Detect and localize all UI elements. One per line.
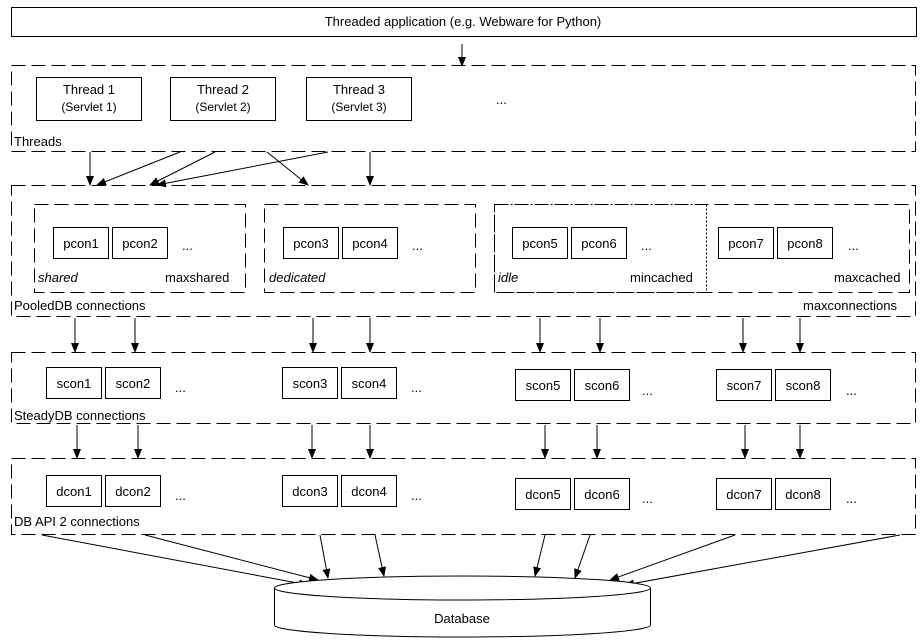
dcon-box: dcon3 (282, 475, 338, 507)
maxconnections-label: maxconnections (803, 298, 897, 313)
arrow-thread-pooled (96, 151, 181, 186)
dcon-box: dcon6 (574, 478, 630, 510)
mincached-label: mincached (630, 270, 693, 285)
app-label: Threaded application (e.g. Webware for P… (324, 14, 602, 29)
threads-ellipsis: ... (496, 92, 507, 107)
threads-layer-label: Threads (14, 134, 62, 149)
dbapi-layer-frame (11, 458, 916, 535)
pcon-box: pcon5 (512, 227, 568, 259)
arrow-dbapi-database (533, 534, 546, 577)
steady-ellipsis: ... (846, 383, 857, 398)
pcon-box: pcon6 (571, 227, 627, 259)
thread-sub: (Servlet 2) (195, 100, 251, 114)
dcon-box: dcon2 (105, 475, 161, 507)
steady-ellipsis: ... (175, 380, 186, 395)
pooled-layer-frame (11, 185, 916, 317)
pcon-box: pcon4 (342, 227, 398, 259)
arrow-dbapi-database (574, 534, 591, 579)
dbapi-layer-label: DB API 2 connections (14, 514, 140, 529)
scon-box: scon7 (716, 369, 772, 401)
dbapi-ellipsis: ... (846, 491, 857, 506)
dcon-box: dcon4 (341, 475, 397, 507)
pooled-ellipsis: ... (641, 238, 652, 253)
arrow-dbapi-database (319, 534, 331, 579)
dcon-box: dcon1 (46, 475, 102, 507)
arrow-dbapi-database (144, 534, 319, 582)
dbapi-ellipsis: ... (175, 488, 186, 503)
steady-ellipsis: ... (411, 380, 422, 395)
dbapi-ellipsis: ... (642, 491, 653, 506)
database-cylinder (274, 575, 651, 638)
dedicated-label: dedicated (269, 270, 326, 285)
thread-box (170, 77, 276, 121)
pcon-box: pcon1 (53, 227, 109, 259)
pooled-layer-label: PooledDB connections (14, 298, 146, 313)
scon-box: scon6 (574, 369, 630, 401)
arrow-dbapi-database (41, 534, 309, 588)
scon-box: scon3 (282, 367, 338, 399)
pcon-box: pcon8 (777, 227, 833, 259)
dcon-box: dcon5 (515, 478, 571, 510)
thread-sub: (Servlet 3) (331, 100, 387, 114)
pooled-ellipsis: ... (848, 238, 859, 253)
maxshared-label: maxshared (165, 270, 230, 285)
pcon-box: pcon2 (112, 227, 168, 259)
thread-title: Thread 1 (62, 82, 116, 97)
scon-box: scon2 (105, 367, 161, 399)
idle-label: idle (498, 270, 519, 285)
thread-box (306, 77, 412, 121)
thread-sub: (Servlet 1) (61, 100, 117, 114)
pooled-ellipsis: ... (182, 238, 193, 253)
arrow-dbapi-database (374, 534, 386, 577)
arrow-thread-pooled (156, 151, 329, 188)
steady-layer-frame (11, 352, 916, 424)
pooled-group-dedicated-frame (264, 204, 476, 293)
scon-box: scon5 (515, 369, 571, 401)
maxcached-label: maxcached (834, 270, 901, 285)
database-label: Database (434, 611, 490, 626)
app-box (11, 7, 917, 37)
pooled-ellipsis: ... (412, 238, 423, 253)
scon-box: scon8 (775, 369, 831, 401)
dcon-box: dcon7 (716, 478, 772, 510)
dcon-box: dcon8 (775, 478, 831, 510)
thread-title: Thread 2 (196, 82, 250, 97)
steady-layer-label: SteadyDB connections (14, 408, 146, 423)
scon-box: scon4 (341, 367, 397, 399)
pcon-box: pcon7 (718, 227, 774, 259)
arrow-thread-pooled (266, 151, 309, 186)
arrow-dbapi-database (624, 534, 901, 588)
pooled-group-idle-frame (494, 204, 707, 293)
pooled-group-shared-frame (34, 204, 246, 293)
arrow-dbapi-database (609, 534, 736, 581)
dbapi-ellipsis: ... (411, 488, 422, 503)
thread-box (36, 77, 142, 121)
shared-label: shared (38, 270, 78, 285)
pcon-box: pcon3 (283, 227, 339, 259)
thread-title: Thread 3 (332, 82, 386, 97)
scon-box: scon1 (46, 367, 102, 399)
steady-ellipsis: ... (642, 383, 653, 398)
